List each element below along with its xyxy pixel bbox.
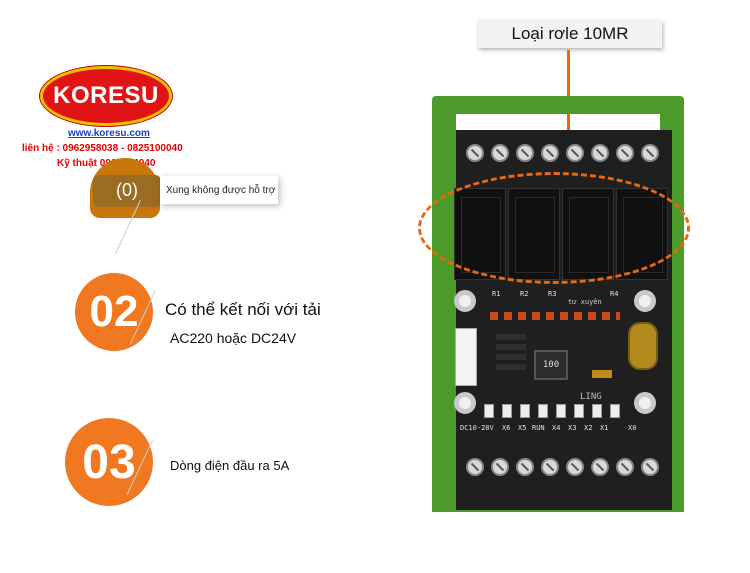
website-link[interactable]: www.koresu.com bbox=[68, 128, 150, 139]
feature-2-badge: 02 bbox=[75, 273, 153, 351]
feature-1-text: Xung không được hỗ trợ bbox=[160, 176, 278, 204]
screw-terminal bbox=[641, 458, 659, 476]
din-rail-left bbox=[432, 100, 456, 512]
status-led bbox=[520, 404, 530, 418]
contact-phone: liên hệ : 0962958038 - 0825100040 bbox=[22, 143, 183, 154]
silk-r3: R3 bbox=[548, 290, 557, 298]
koresu-logo: KORESU bbox=[40, 66, 172, 126]
silk-x3: X3 bbox=[568, 424, 577, 432]
screw-terminal bbox=[466, 144, 484, 162]
resistor-row bbox=[490, 312, 620, 320]
silk-x2: X2 bbox=[584, 424, 593, 432]
status-led bbox=[538, 404, 548, 418]
silk-run-label: LING bbox=[580, 392, 602, 402]
relay-highlight-ellipse bbox=[418, 172, 690, 284]
screw-terminal bbox=[616, 144, 634, 162]
housing-top bbox=[432, 96, 684, 114]
silk-run: RUN bbox=[532, 424, 545, 432]
status-led bbox=[574, 404, 584, 418]
feature-3-text: Dòng điện đầu ra 5A bbox=[170, 458, 290, 473]
silk-x0: X0 bbox=[628, 424, 637, 432]
status-led bbox=[610, 404, 620, 418]
silk-power: DC10-28V bbox=[460, 424, 494, 432]
silk-r1: R1 bbox=[492, 290, 501, 298]
silk-x5: X5 bbox=[518, 424, 527, 432]
feature-1-badge: (0) bbox=[93, 175, 161, 207]
screw-terminal bbox=[591, 144, 609, 162]
coin-battery bbox=[628, 322, 658, 370]
ic-chip bbox=[496, 330, 526, 370]
status-led bbox=[556, 404, 566, 418]
capacitor bbox=[592, 370, 612, 378]
mount-hole bbox=[634, 392, 656, 414]
silk-r4: R4 bbox=[610, 290, 619, 298]
feature-2-line-2: AC220 hoặc DC24V bbox=[170, 330, 297, 346]
mount-hole bbox=[634, 290, 656, 312]
screw-terminal bbox=[541, 458, 559, 476]
inductor-chip: 100 bbox=[534, 350, 568, 380]
silk-r2: R2 bbox=[520, 290, 529, 298]
screw-terminal bbox=[566, 144, 584, 162]
screw-terminal bbox=[591, 458, 609, 476]
silk-x1: X1 bbox=[600, 424, 609, 432]
side-label: tư xuyên bbox=[568, 298, 602, 306]
feature-3-badge: 03 bbox=[65, 418, 153, 506]
screw-terminal bbox=[641, 144, 659, 162]
screw-terminal bbox=[466, 458, 484, 476]
screw-terminal bbox=[566, 458, 584, 476]
mount-hole bbox=[454, 392, 476, 414]
screw-terminal bbox=[491, 144, 509, 162]
white-connector bbox=[455, 328, 477, 386]
screw-terminal bbox=[516, 458, 534, 476]
mount-hole bbox=[454, 290, 476, 312]
status-led bbox=[484, 404, 494, 418]
screw-terminal bbox=[541, 144, 559, 162]
logo-text: KORESU bbox=[53, 82, 159, 109]
screw-terminal bbox=[616, 458, 634, 476]
status-led bbox=[502, 404, 512, 418]
feature-2-line-1: Có thể kết nối với tải bbox=[165, 300, 321, 319]
relay-type-label: Loại rơle 10MR bbox=[478, 20, 662, 48]
silk-x6: X6 bbox=[502, 424, 511, 432]
status-led bbox=[592, 404, 602, 418]
screw-terminal bbox=[516, 144, 534, 162]
silk-x4: X4 bbox=[552, 424, 561, 432]
feature-1-badge-text: (0) bbox=[116, 180, 138, 200]
screw-terminal bbox=[491, 458, 509, 476]
